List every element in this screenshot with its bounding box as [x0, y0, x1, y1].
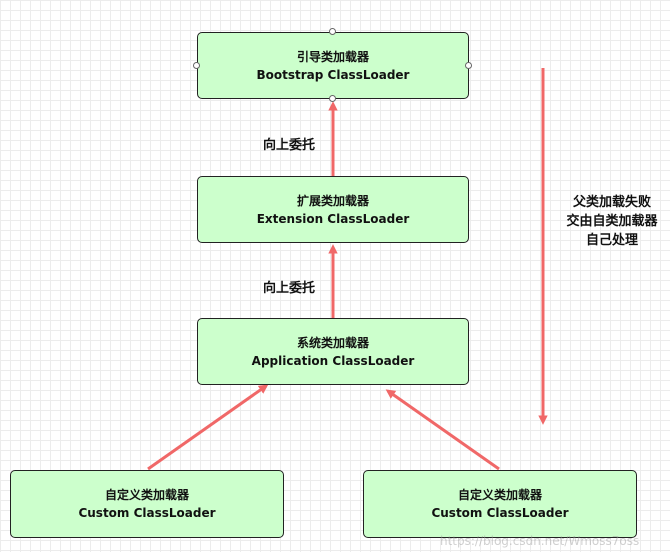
arrow-custom-left-to-app	[147, 384, 269, 471]
note-line-2: 交由自类加载器	[566, 214, 658, 229]
arrow-custom-right-to-app	[385, 389, 500, 471]
custom-classloader-node-right[interactable]: 自定义类加载器 Custom ClassLoader	[363, 470, 637, 538]
note-line-3: 自己处理	[585, 233, 638, 248]
edge-label-app-to-ext: 向上委托	[263, 281, 316, 296]
selection-handle-top[interactable]	[329, 28, 336, 35]
custom-right-node-subtitle: Custom ClassLoader	[431, 506, 569, 520]
extension-node-subtitle: Extension ClassLoader	[256, 211, 410, 226]
bootstrap-classloader-node[interactable]: 引导类加载器 Bootstrap ClassLoader	[197, 32, 469, 99]
extension-classloader-node[interactable]: 扩展类加载器 Extension ClassLoader	[197, 176, 469, 243]
custom-left-node-title: 自定义类加载器	[104, 488, 189, 502]
custom-classloader-node-left[interactable]: 自定义类加载器 Custom ClassLoader	[10, 470, 284, 538]
edge-label-ext-to-boot: 向上委托	[263, 138, 316, 153]
selection-handle-right[interactable]	[465, 62, 472, 69]
note-line-1: 父类加载失败	[572, 195, 651, 210]
delegation-failure-note: 父类加载失败 交由自类加载器 自己处理	[547, 193, 670, 250]
bootstrap-node-title: 引导类加载器	[296, 49, 369, 64]
selection-handle-left[interactable]	[193, 62, 200, 69]
bootstrap-node-subtitle: Bootstrap ClassLoader	[256, 67, 410, 82]
custom-right-node-title: 自定义类加载器	[457, 488, 542, 502]
selection-handle-bottom[interactable]	[329, 95, 336, 102]
watermark-text: https://blog.csdn.net/Wmoss7oss	[440, 534, 640, 548]
custom-left-node-subtitle: Custom ClassLoader	[78, 506, 216, 520]
application-node-title: 系统类加载器	[296, 335, 369, 350]
application-classloader-node[interactable]: 系统类加载器 Application ClassLoader	[197, 318, 469, 385]
extension-node-title: 扩展类加载器	[296, 193, 369, 208]
application-node-subtitle: Application ClassLoader	[251, 353, 415, 368]
